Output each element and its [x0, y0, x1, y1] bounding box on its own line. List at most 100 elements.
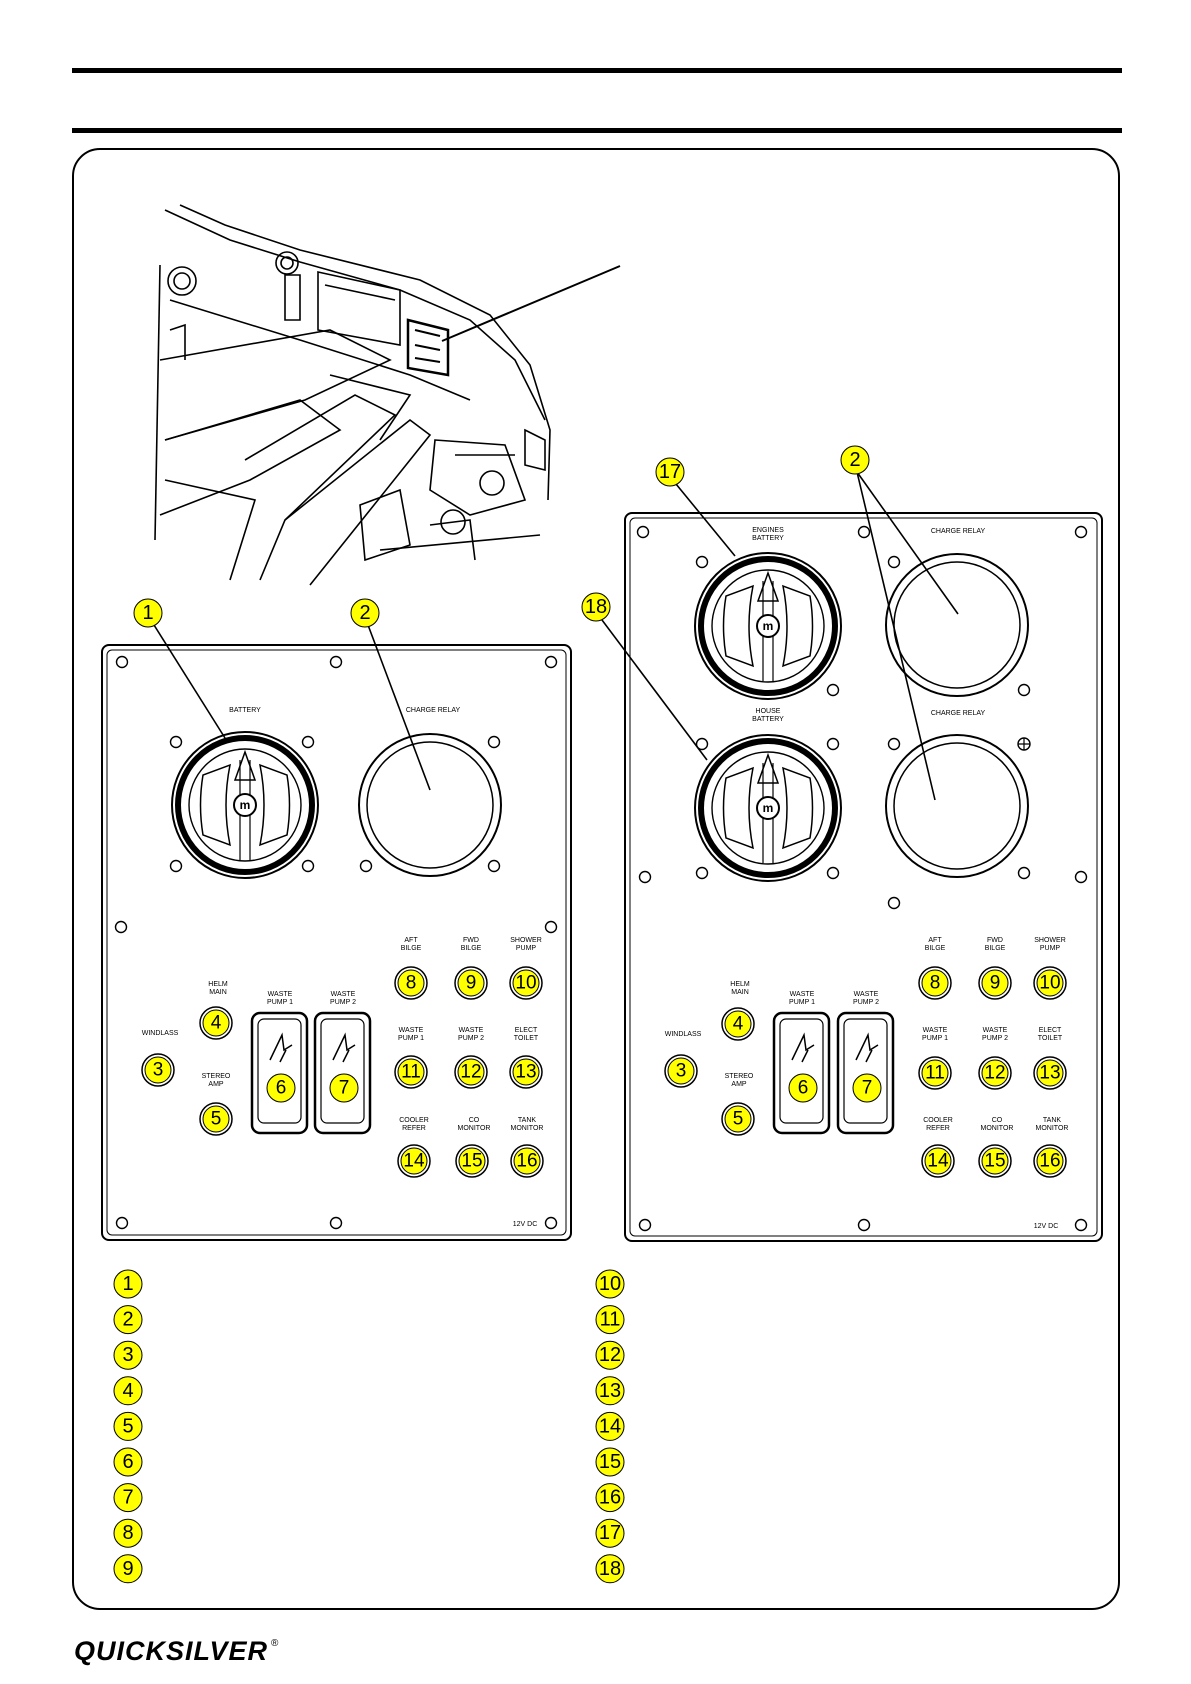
waste-pump-2-label-2: PUMP 2 — [458, 1035, 484, 1042]
house-battery-label-1: HOUSE — [756, 708, 781, 715]
fwd-bilge-label-1: FWD — [987, 937, 1003, 944]
cooler-refer-label-1: COOLER — [399, 1117, 429, 1124]
legend-callout-circle — [113, 1305, 143, 1335]
legend-item: 17 — [595, 1518, 625, 1548]
legend-callout-circle — [595, 1411, 625, 1441]
svg-text:3: 3 — [153, 1060, 164, 1081]
legend-callout-number: 1 — [122, 1273, 133, 1295]
legend-item: 12 — [595, 1340, 625, 1370]
svg-text:10: 10 — [515, 973, 536, 994]
switch-4-helm-main[interactable]: 4 — [199, 1006, 233, 1040]
legend-callout-circle — [113, 1340, 143, 1370]
switch-4-helm-main[interactable]: 4 — [721, 1007, 755, 1041]
boat-illustration — [154, 204, 551, 586]
legend-item: 8 — [113, 1518, 143, 1548]
engines-battery-switch-knob[interactable]: m — [694, 552, 842, 700]
switch-10-shower-pump[interactable]: 10 — [509, 966, 543, 1000]
legend-item: 5 — [113, 1411, 143, 1441]
legend-callout-circle — [113, 1518, 143, 1548]
switch-11-waste-pump-1[interactable]: 11 — [394, 1055, 428, 1089]
svg-text:18: 18 — [585, 596, 607, 618]
legend-item: 11 — [595, 1305, 625, 1335]
switch-15-co-monitor[interactable]: 15 — [978, 1144, 1012, 1178]
switch-14-cooler-refer[interactable]: 14 — [397, 1144, 431, 1178]
switch-9-fwd-bilge[interactable]: 9 — [454, 966, 488, 1000]
legend-callout-circle — [113, 1269, 143, 1299]
legend-item: 1 — [113, 1269, 143, 1299]
legend-item: 7 — [113, 1483, 143, 1513]
figure-frame — [72, 148, 1120, 1610]
switch-13-elect-toilet[interactable]: 13 — [509, 1055, 543, 1089]
battery-switch-knob[interactable]: m — [171, 731, 319, 879]
switch-12-waste-pump-2[interactable]: 12 — [454, 1055, 488, 1089]
svg-text:m: m — [763, 619, 774, 633]
legend-callout-circle — [595, 1376, 625, 1406]
switch-5-stereo-amp[interactable]: 5 — [721, 1102, 755, 1136]
pump-icon — [332, 1032, 356, 1063]
co-monitor-label-1: CO — [469, 1117, 480, 1124]
stereo-amp-label-1: STEREO — [202, 1073, 231, 1080]
waste-pump-2-rocker-label-2: PUMP 2 — [853, 999, 879, 1006]
switch-16-tank-monitor[interactable]: 16 — [510, 1144, 544, 1178]
svg-text:4: 4 — [733, 1014, 744, 1035]
waste-pump-1-label-2: PUMP 1 — [922, 1035, 948, 1042]
engines-battery-label-2: BATTERY — [752, 535, 784, 542]
fwd-bilge-label-1: FWD — [463, 937, 479, 944]
switch-3-windlass[interactable]: 3 — [664, 1054, 698, 1088]
switch-12-waste-pump-2[interactable]: 12 — [978, 1056, 1012, 1090]
waste-pump-2-rocker-label-2: PUMP 2 — [330, 999, 356, 1006]
charge-relay-label: CHARGE RELAY — [406, 707, 461, 714]
charge-relay-2-label: CHARGE RELAY — [931, 710, 986, 717]
house-battery-switch-knob[interactable]: m — [694, 734, 842, 882]
legend-callout-circle — [595, 1518, 625, 1548]
switch-3-windlass[interactable]: 3 — [141, 1053, 175, 1087]
legend-callout-number: 8 — [122, 1522, 133, 1544]
aft-bilge-label-2: BILGE — [925, 945, 946, 952]
svg-text:2: 2 — [849, 449, 860, 471]
svg-text:9: 9 — [466, 973, 477, 994]
switch-13-elect-toilet[interactable]: 13 — [1033, 1056, 1067, 1090]
legend-callout-number: 14 — [599, 1415, 621, 1437]
rocker-switch-waste-pump-1[interactable] — [772, 1011, 831, 1135]
legend-callout-circle — [595, 1340, 625, 1370]
stereo-amp-label-2: AMP — [208, 1081, 224, 1088]
rocker-switch-waste-pump-2[interactable] — [836, 1011, 895, 1135]
elect-toilet-label-2: TOILET — [514, 1035, 539, 1042]
svg-text:14: 14 — [403, 1151, 425, 1172]
switch-15-co-monitor[interactable]: 15 — [455, 1144, 489, 1178]
rocker-switch-waste-pump-2[interactable] — [313, 1011, 372, 1135]
waste-pump-1-label-2: PUMP 1 — [398, 1035, 424, 1042]
aft-bilge-label-1: AFT — [404, 937, 418, 944]
switch-16-tank-monitor[interactable]: 16 — [1033, 1144, 1067, 1178]
switch-9-fwd-bilge[interactable]: 9 — [978, 966, 1012, 1000]
helm-main-label-2: MAIN — [209, 989, 227, 996]
waste-pump-2-label-1: WASTE — [983, 1027, 1008, 1034]
switch-14-cooler-refer[interactable]: 14 — [921, 1144, 955, 1178]
svg-text:m: m — [763, 801, 774, 815]
charge-relay-2 — [885, 734, 1029, 878]
cooler-refer-label-2: REFER — [926, 1125, 950, 1132]
switch-8-aft-bilge[interactable]: 8 — [394, 966, 428, 1000]
panel-b: ENGINES BATTERY m HOUSE BATTERY m CHARGE — [581, 445, 1103, 1242]
svg-text:11: 11 — [925, 1063, 945, 1084]
svg-text:16: 16 — [1039, 1151, 1060, 1172]
svg-text:9: 9 — [990, 973, 1001, 994]
rocker-switch-waste-pump-1[interactable] — [250, 1011, 309, 1135]
svg-text:15: 15 — [461, 1151, 482, 1172]
cooler-refer-label-2: REFER — [402, 1125, 426, 1132]
legend-callout-circle — [595, 1554, 625, 1584]
svg-text:14: 14 — [927, 1151, 949, 1172]
shower-pump-label-2: PUMP — [516, 945, 537, 952]
legend-callout-circle — [113, 1411, 143, 1441]
switch-8-aft-bilge[interactable]: 8 — [918, 966, 952, 1000]
switch-10-shower-pump[interactable]: 10 — [1033, 966, 1067, 1000]
legend-callout-circle — [113, 1554, 143, 1584]
legend-item: 14 — [595, 1411, 625, 1441]
legend-callout-number: 18 — [599, 1558, 621, 1580]
shower-pump-label-1: SHOWER — [510, 937, 542, 944]
switch-5-stereo-amp[interactable]: 5 — [199, 1102, 233, 1136]
brand-name: QUICKSILVER — [74, 1636, 269, 1666]
switch-11-waste-pump-1[interactable]: 11 — [918, 1056, 952, 1090]
engines-battery-label-1: ENGINES — [752, 527, 784, 534]
